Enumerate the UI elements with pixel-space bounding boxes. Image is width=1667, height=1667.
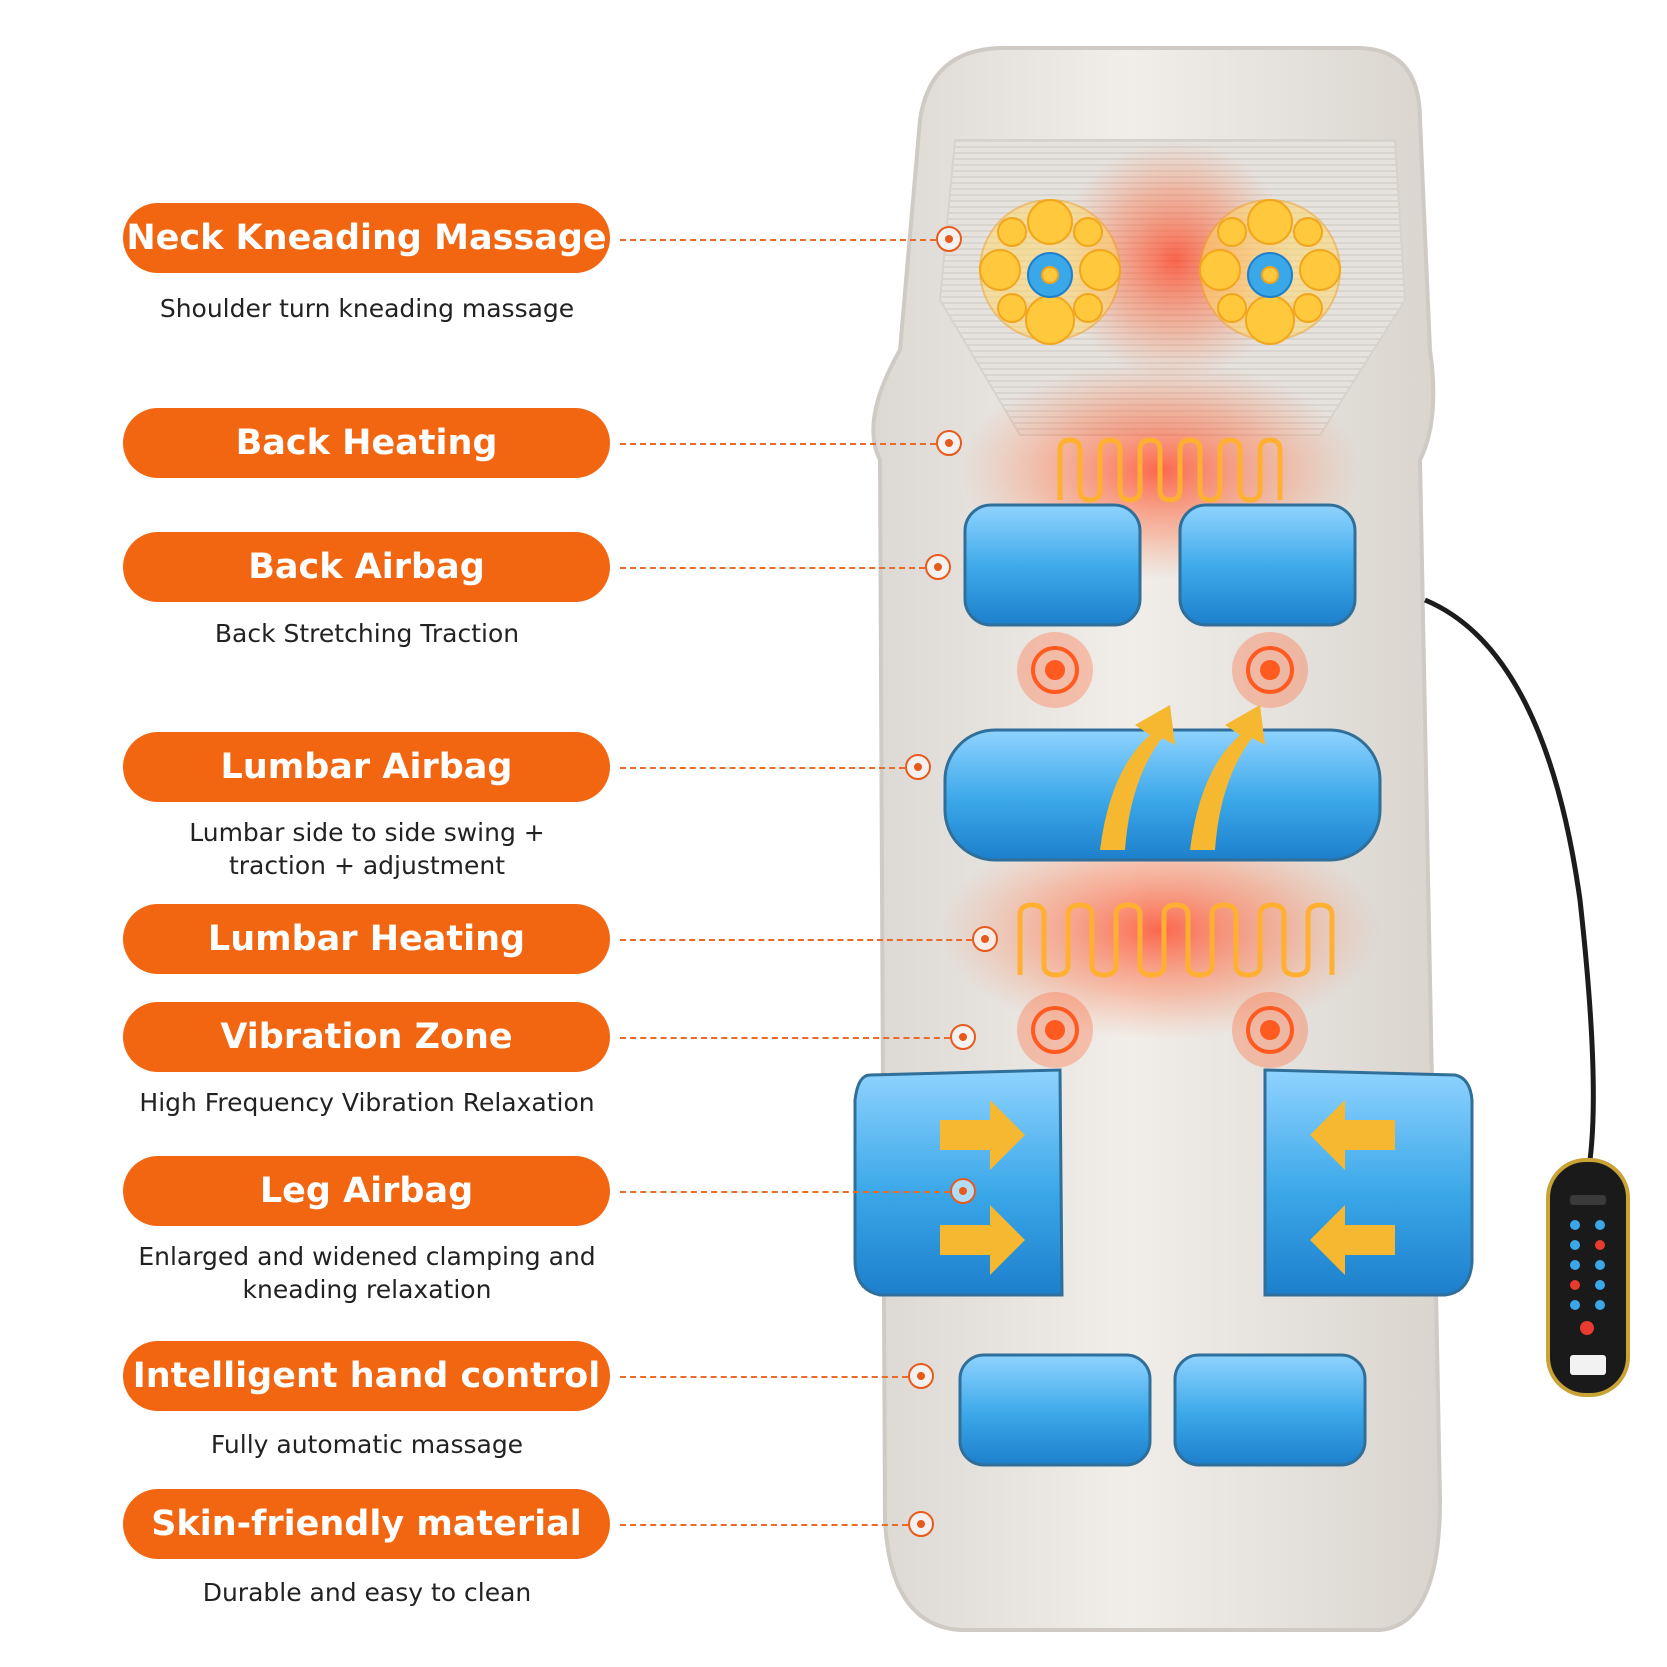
kneading-head-icon (979, 199, 1121, 345)
leader-line (620, 1191, 950, 1193)
airbag-arrow-icon (940, 1100, 1025, 1170)
leader-line (620, 443, 936, 445)
target-marker-icon (972, 926, 998, 952)
feature-label: Lumbar Airbag (123, 732, 610, 802)
feature-label: Skin-friendly material (123, 1489, 610, 1559)
foot-airbag-left (958, 1353, 1152, 1467)
feature-caption: Durable and easy to clean (202, 1578, 532, 1607)
remote-control-icon (1546, 1158, 1630, 1397)
feature-caption: Back Stretching Traction (214, 619, 520, 648)
lumbar-airbag (943, 728, 1382, 862)
airbag-arrow-icon (1100, 705, 1175, 850)
target-marker-icon (908, 1363, 934, 1389)
leader-line (620, 1524, 908, 1526)
leader-line (620, 767, 905, 769)
target-marker-icon (950, 1178, 976, 1204)
feature-label: Intelligent hand control (123, 1341, 610, 1411)
feature-caption: Enlarged and widened clamping and kneadi… (138, 1242, 596, 1304)
feature-caption: High Frequency Vibration Relaxation (139, 1088, 595, 1117)
airbag-arrow-icon (1310, 1205, 1395, 1275)
leader-line (620, 1376, 908, 1378)
target-marker-icon (936, 430, 962, 456)
remote-cable (1424, 597, 1596, 1161)
airbag-arrow-icon (940, 1205, 1025, 1275)
foot-airbag-right (1173, 1353, 1367, 1467)
target-marker-icon (936, 226, 962, 252)
target-marker-icon (908, 1511, 934, 1537)
feature-label: Neck Kneading Massage (123, 203, 610, 273)
feature-label: Vibration Zone (123, 1002, 610, 1072)
airbag-arrow-icon (1190, 705, 1265, 850)
kneading-head-icon (1199, 199, 1341, 345)
vibration-node-icon (1232, 992, 1308, 1068)
vibration-node-icon (1017, 992, 1093, 1068)
heating-coil-icon (1017, 902, 1335, 978)
feature-label: Back Heating (123, 408, 610, 478)
vibration-node-icon (1232, 632, 1308, 708)
airbag-arrow-icon (1310, 1100, 1395, 1170)
leader-line (620, 239, 936, 241)
leader-line (620, 567, 925, 569)
feature-label: Back Airbag (123, 532, 610, 602)
target-marker-icon (950, 1024, 976, 1050)
leader-line (620, 939, 972, 941)
feature-caption: Shoulder turn kneading massage (159, 294, 575, 323)
back-airbag-right (1178, 503, 1357, 627)
target-marker-icon (905, 754, 931, 780)
leader-line (620, 1037, 950, 1039)
target-marker-icon (925, 554, 951, 580)
back-airbag-left (963, 503, 1142, 627)
leg-airbag-right (1263, 1068, 1474, 1297)
feature-label: Lumbar Heating (123, 904, 610, 974)
heating-coil-icon (1057, 437, 1283, 503)
feature-label: Leg Airbag (123, 1156, 610, 1226)
vibration-node-icon (1017, 632, 1093, 708)
feature-caption: Lumbar side to side swing + traction + a… (189, 818, 545, 880)
feature-caption: Fully automatic massage (210, 1430, 524, 1459)
